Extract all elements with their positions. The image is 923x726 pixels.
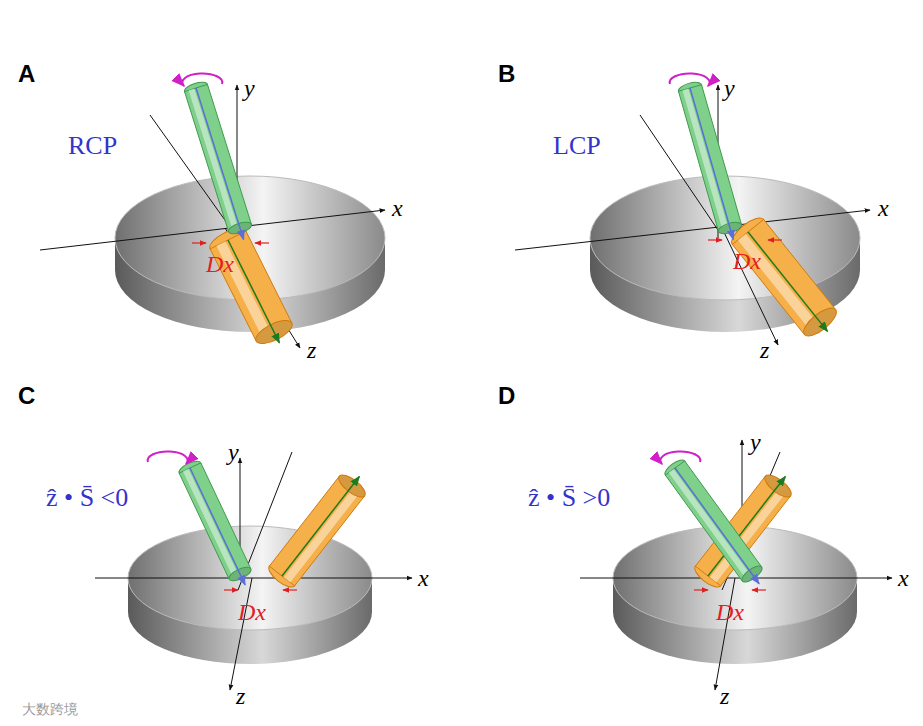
shift-marker: [752, 589, 766, 590]
beam-highlight: [287, 490, 357, 580]
axis-line: [515, 210, 870, 250]
spin-condition: ẑ • S̄ >0: [528, 485, 610, 511]
axis-label: z: [760, 338, 769, 362]
beam-direction: [190, 468, 245, 585]
axis-label: x: [392, 196, 403, 220]
axis-line: [580, 578, 892, 579]
beam-direction: [748, 232, 827, 331]
panel-letter: C: [18, 384, 35, 408]
axis-label: z: [236, 684, 245, 708]
beam-cylinder: [677, 80, 743, 239]
beam-cylinder: [207, 224, 296, 348]
panel-letter: A: [18, 62, 35, 86]
polarization-arrow: [660, 451, 700, 464]
shift-label: Dx: [716, 600, 744, 624]
beam-highlight: [685, 89, 725, 229]
panel-letter: B: [498, 62, 515, 86]
beam-highlight: [191, 89, 235, 229]
beam-direction: [228, 240, 279, 343]
axis-label: x: [418, 566, 429, 590]
watermark: 大数跨境: [22, 702, 78, 716]
polarization-arrow: [182, 73, 222, 86]
panel-letter: D: [498, 384, 515, 408]
beam-direction: [690, 88, 733, 240]
axis-label: x: [878, 196, 889, 220]
axis-label: z: [307, 338, 316, 362]
beam-cylinder: [727, 213, 840, 340]
spin-condition: ẑ • S̄ <0: [46, 485, 128, 511]
beam-cylinder: [265, 471, 368, 591]
shift-marker: [255, 242, 269, 243]
axis-line: [230, 578, 252, 690]
beam-cylinder: [183, 80, 253, 240]
axis-label: y: [244, 76, 255, 100]
shift-marker: [708, 239, 722, 240]
shift-marker: [694, 589, 708, 590]
shift-label: Dx: [206, 252, 234, 276]
axis-label: y: [750, 430, 761, 454]
axis-line: [95, 578, 412, 579]
beam-direction: [196, 88, 244, 239]
shift-marker: [224, 589, 238, 590]
disk: [128, 526, 372, 664]
shift-label: Dx: [238, 600, 266, 624]
polarization-arrow: [148, 451, 188, 464]
beam-cylinder: [662, 457, 764, 585]
beam-highlight: [671, 471, 748, 577]
polarization-arrow: [670, 73, 710, 86]
axis-line: [715, 578, 735, 690]
shift-marker: [192, 242, 206, 243]
shift-marker: [283, 589, 297, 590]
axis-label: y: [724, 76, 735, 100]
axis-label: y: [228, 440, 239, 464]
beam-cylinder: [177, 459, 253, 585]
polarization-label: RCP: [68, 133, 117, 159]
beam-direction: [282, 477, 359, 576]
beam-direction: [675, 468, 759, 584]
axis-label: x: [898, 566, 909, 590]
shift-marker: [768, 239, 782, 240]
polarization-label: LCP: [553, 133, 601, 159]
shift-label: Dx: [733, 249, 761, 273]
axis-label: z: [720, 684, 729, 708]
beam-highlight: [186, 470, 236, 576]
